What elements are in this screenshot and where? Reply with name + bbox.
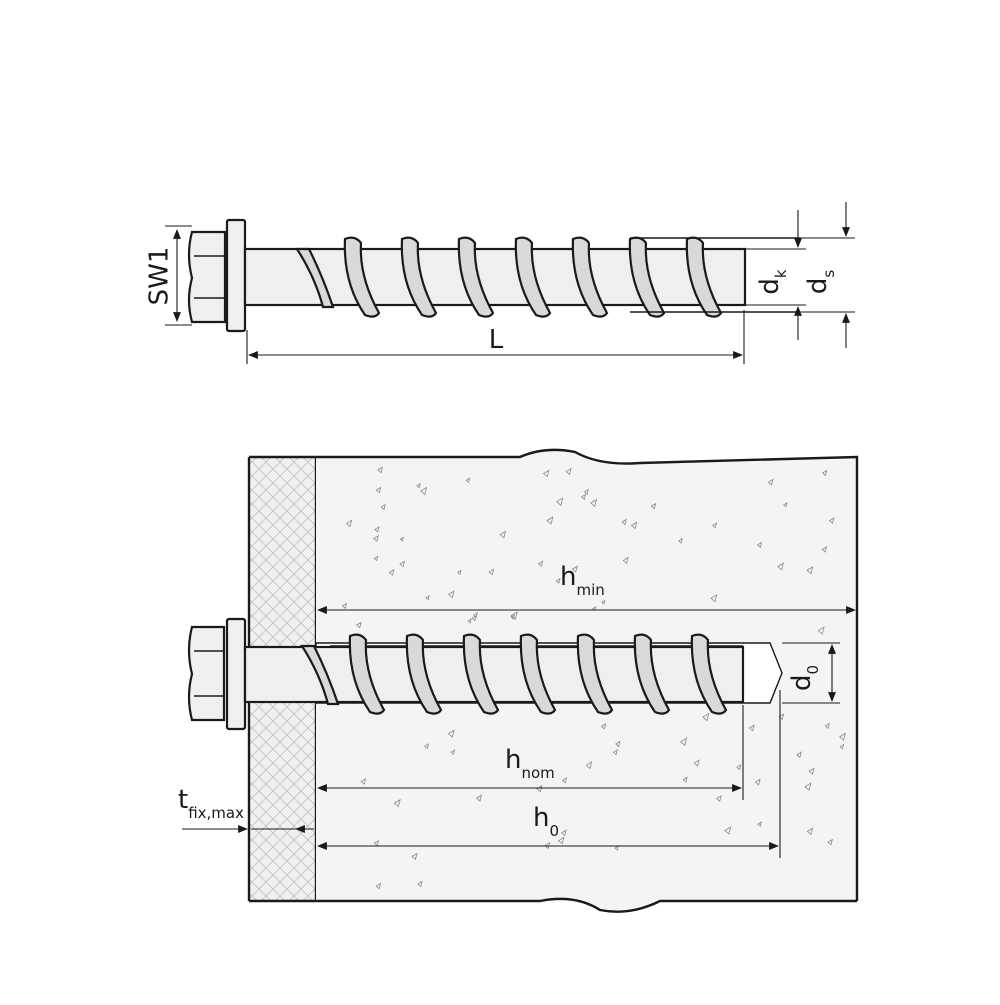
installed-threads [299,633,743,715]
label-dk: dk [755,269,790,295]
thread-crest [685,236,723,318]
top-washer [225,218,247,333]
thread-crest [457,236,495,318]
thread-crest [690,633,728,715]
thread-crest [343,236,381,318]
installed-screw [187,617,745,731]
thread-crest [633,633,671,715]
dim-tfix: tfix,max [178,785,314,833]
label-L: L [489,325,504,355]
label-ds: ds [803,270,838,295]
dim-L: L [246,310,745,364]
thread-crest [348,633,386,715]
label-hnom: hnom [505,745,555,782]
top-screw [187,218,800,333]
thread-crest [400,236,438,318]
thread-crest [628,236,666,318]
dim-h0: h0 [317,690,781,858]
thread-crest [514,236,552,318]
dim-dk: dk [745,210,806,340]
thread-crest [571,236,609,318]
thread-crest [405,633,443,715]
top-hex-head [187,230,227,324]
label-sw1: SW1 [145,247,175,306]
dim-hmin: hmin [317,562,856,614]
label-hmin: hmin [560,562,605,599]
label-d0: d0 [787,665,822,691]
thread-crest [519,633,557,715]
label-h0: h0 [533,803,559,840]
thread-crest [576,633,614,715]
top-threads [294,236,745,318]
dim-ds: ds [800,202,855,348]
installed-hex-head [187,625,226,722]
top-shank [243,247,747,307]
dim-d0: d0 [782,642,840,704]
thread-crest [462,633,500,715]
dim-hnom: hnom [317,705,744,800]
label-tfix: tfix,max [178,785,244,822]
dim-sw1: SW1 [145,225,192,326]
installed-washer [225,617,247,731]
